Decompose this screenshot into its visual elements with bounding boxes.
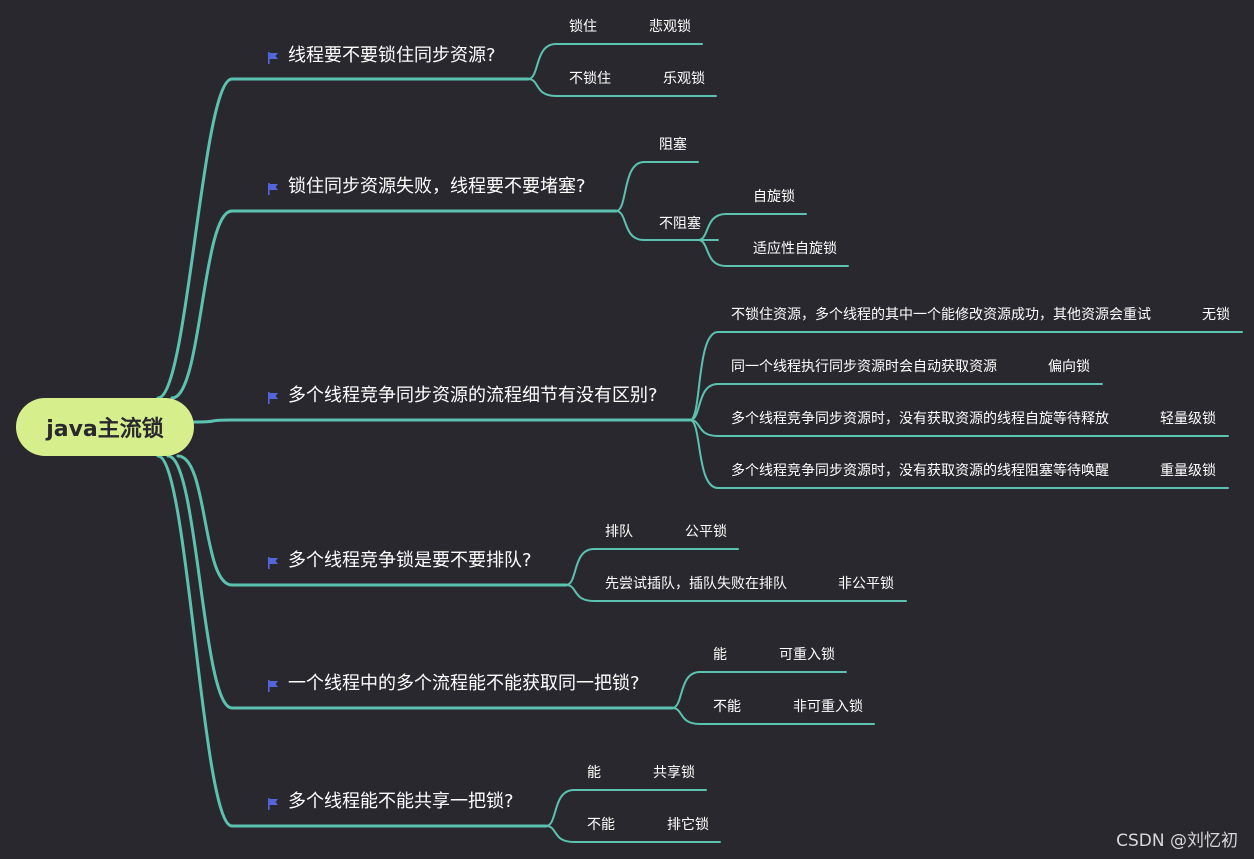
branch-flow-detail[interactable]: 多个线程竞争同步资源的流程细节有没有区别? <box>268 381 658 407</box>
leaf-label: 多个线程竞争同步资源时，没有获取资源的线程阻塞等待唤醒 <box>731 463 1109 479</box>
branch-label: 一个线程中的多个流程能不能获取同一把锁? <box>288 673 640 694</box>
branch-connector <box>156 77 530 400</box>
leaf-connector <box>527 43 703 80</box>
leaf-value: 排它锁 <box>667 817 709 833</box>
leaf-value: 重量级锁 <box>1160 463 1216 479</box>
leaf-label: 排队 <box>605 524 633 540</box>
leaf-label: 阻塞 <box>659 137 687 153</box>
leaf-value: 无锁 <box>1202 307 1230 323</box>
leaf-label: 不能 <box>713 699 741 715</box>
branch-queue-or-not[interactable]: 多个线程竞争锁是要不要排队? <box>268 546 532 572</box>
branch-connector <box>156 454 548 828</box>
leaf-value: 非公平锁 <box>838 576 894 592</box>
root-label: java主流锁 <box>46 417 164 442</box>
branch-block-or-not[interactable]: 锁住同步资源失败，线程要不要堵塞? <box>268 172 586 198</box>
flag-icon <box>268 676 279 692</box>
branch-connector <box>166 454 674 710</box>
leaf-value: 悲观锁 <box>649 19 691 35</box>
branch-label: 多个线程竞争锁是要不要排队? <box>288 550 532 571</box>
flag-icon <box>268 794 279 810</box>
leaf-value: 共享锁 <box>653 765 695 781</box>
leaf-connector <box>545 789 707 827</box>
leaf-label: 同一个线程执行同步资源时会自动获取资源 <box>731 359 997 375</box>
branch-label: 锁住同步资源失败，线程要不要堵塞? <box>288 176 586 197</box>
leaf-value: 可重入锁 <box>779 647 835 663</box>
leaf-connector <box>671 707 875 725</box>
leaf-label: 锁住 <box>569 19 597 35</box>
leaf-label: 先尝试插队，插队失败在排队 <box>605 576 787 592</box>
leaf-connector <box>527 78 717 97</box>
flag-icon <box>268 388 279 404</box>
leaf-label: 能 <box>587 765 601 781</box>
leaf-connector <box>689 383 1103 421</box>
flag-icon <box>268 48 279 64</box>
leaf-value: 公平锁 <box>685 524 727 540</box>
leaf-connector <box>671 671 847 709</box>
leaf-connector <box>545 825 721 843</box>
branch-label: 线程要不要锁住同步资源? <box>288 45 496 66</box>
branch-label: 多个线程能不能共享一把锁? <box>288 791 514 812</box>
branch-connector <box>176 454 568 587</box>
leaf-connector <box>689 419 1229 489</box>
leaf-label: 不锁住资源，多个线程的其中一个能修改资源成功，其他资源会重试 <box>731 307 1151 323</box>
branch-lock-or-not[interactable]: 线程要不要锁住同步资源? <box>268 41 496 67</box>
leaf-connector <box>615 161 699 212</box>
leaf-label: 能 <box>713 647 727 663</box>
leaf-connector <box>565 548 739 586</box>
leaf-connector <box>697 213 807 241</box>
leaf-connector <box>689 331 1243 421</box>
root-node[interactable]: java主流锁 <box>16 398 194 456</box>
watermark: CSDN @刘忆初 <box>1116 831 1238 851</box>
branch-label: 多个线程竞争同步资源的流程细节有没有区别? <box>288 385 658 406</box>
branch-reentrant[interactable]: 一个线程中的多个流程能不能获取同一把锁? <box>268 669 640 695</box>
leaf-label: 不锁住 <box>569 71 611 87</box>
leaf-label: 不能 <box>587 817 615 833</box>
leaf-value: 偏向锁 <box>1048 359 1090 375</box>
leaf-label: 多个线程竞争同步资源时，没有获取资源的线程自旋等待释放 <box>731 411 1109 427</box>
leaf-value: 乐观锁 <box>663 71 705 87</box>
leaf-connector <box>615 210 719 241</box>
flag-icon <box>268 179 279 195</box>
leaf-connector <box>565 584 907 602</box>
branch-connector <box>170 209 618 400</box>
branch-connector <box>192 418 692 424</box>
leaf-value: 轻量级锁 <box>1160 411 1216 427</box>
leaf-value: 非可重入锁 <box>793 699 863 715</box>
leaf-label: 适应性自旋锁 <box>753 241 837 257</box>
leaf-label: 不阻塞 <box>659 216 701 232</box>
flag-icon <box>268 553 279 569</box>
branch-shared[interactable]: 多个线程能不能共享一把锁? <box>268 787 514 813</box>
leaf-label: 自旋锁 <box>753 189 795 205</box>
leaf-connector <box>697 239 849 267</box>
